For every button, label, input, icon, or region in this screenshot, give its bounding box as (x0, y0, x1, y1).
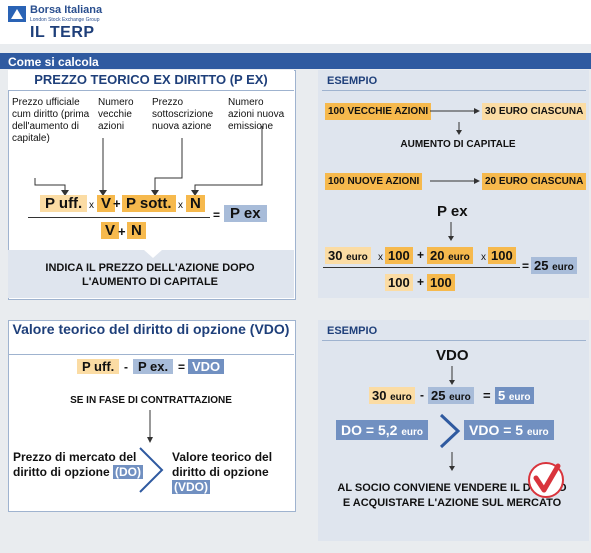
formula1-result: P ex (224, 205, 267, 222)
example1-row1-left: 100 VECCHIE AZIONI (325, 103, 432, 120)
label-numero-vecchie: Numero vecchie azioni (98, 97, 134, 132)
example2-vdo: VDO (436, 347, 469, 364)
note-pointer (144, 250, 162, 258)
ex2-vdo-badge: VDO = 5 euro (464, 420, 554, 440)
divider (322, 340, 586, 341)
fraction-line (28, 217, 210, 218)
num-x2: x (178, 200, 183, 211)
formula1-title: PREZZO TEORICO EX DIRITTO (P EX) (34, 72, 268, 87)
ex1-den-a: 100 (385, 274, 413, 291)
den-n: N (127, 222, 146, 239)
formula1-title-bg (8, 70, 294, 90)
example1-row2-right: 20 EURO CIASCUNA (482, 173, 587, 190)
example1-pex: P ex (437, 203, 468, 220)
ex1-result: 25 euro (531, 257, 577, 274)
ex1-d: 100 (488, 247, 516, 264)
num-psott: P sott. (122, 195, 176, 212)
formula1-note: INDICA IL PREZZO DELL'AZIONE DOPO L'AUME… (45, 262, 255, 288)
example1-row1-right: 30 EURO CIASCUNA (482, 103, 587, 120)
ex2-minus: - (420, 388, 424, 402)
section-bar (0, 53, 591, 69)
label-prezzo-sottoscrizione: Prezzo sottoscrizione nuova azione (152, 97, 214, 132)
formula1-note-bg (8, 250, 294, 298)
label-prezzo-ufficiale: Prezzo ufficiale cum diritto (prima dell… (12, 97, 90, 144)
f2-minus: - (124, 360, 128, 374)
formula2-title: Valore teorico del diritto di opzione (V… (12, 321, 290, 337)
ex1-plus: + (417, 248, 425, 262)
ex2-b: 25 euro (428, 387, 474, 404)
num-puff: P uff. (40, 195, 88, 212)
ex1-x2: x (481, 252, 486, 263)
ex1-a: 30 euro (325, 247, 371, 264)
f2-puff: P uff. (77, 359, 120, 374)
f2-vdo: VDO (188, 359, 225, 374)
formula1-eq: = (213, 208, 221, 222)
ex2-eq: = (483, 388, 491, 403)
ex1-x1: x (378, 252, 383, 263)
num-v: V (97, 195, 116, 212)
example2-title: ESEMPIO (327, 325, 378, 337)
page-title: IL TERP (30, 24, 95, 41)
f2-eq: = (178, 360, 186, 374)
brand-name: Borsa Italiana (30, 4, 103, 16)
ex1-c: 20 euro (427, 247, 473, 264)
example2-conclusion: AL SOCIO CONVIENE VENDERE IL DIRITTO E A… (337, 482, 567, 509)
check-mark-icon (528, 462, 564, 498)
ex1-fraction-line (323, 267, 520, 268)
section-label: Come si calcola (8, 55, 99, 69)
ex1-b: 100 (385, 247, 413, 264)
brand-subtitle: London Stock Exchange Group (30, 17, 100, 23)
example1-title: ESEMPIO (327, 75, 378, 87)
ex1-den-plus: + (417, 275, 425, 289)
num-x1: x (89, 200, 94, 211)
num-plus: + (113, 196, 121, 211)
borsa-logo-icon (8, 6, 26, 22)
example1-aumento: AUMENTO DI CAPITALE (400, 139, 516, 150)
f2-trade-note: SE IN FASE DI CONTRATTAZIONE (70, 395, 232, 406)
f2-right-text: Valore teorico del diritto di opzione (V… (172, 450, 273, 494)
divider (8, 354, 294, 355)
divider (8, 90, 294, 91)
f2-pex: P ex. (133, 359, 174, 374)
divider (322, 90, 586, 91)
num-n: N (186, 195, 205, 212)
ex1-eq: = (522, 259, 530, 273)
label-numero-nuove: Numero azioni nuova emissione (228, 97, 285, 132)
ex2-do-badge: DO = 5,2 euro (336, 420, 428, 440)
ex2-a: 30 euro (369, 387, 415, 404)
den-plus: + (118, 224, 126, 239)
example1-row2-left: 100 NUOVE AZIONI (325, 173, 423, 190)
den-v: V (101, 222, 120, 239)
header (0, 0, 591, 44)
ex1-den-b: 100 (427, 274, 455, 291)
f2-left-text: Prezzo di mercato del diritto di opzione… (13, 450, 143, 479)
ex2-c: 5 euro (495, 387, 534, 404)
